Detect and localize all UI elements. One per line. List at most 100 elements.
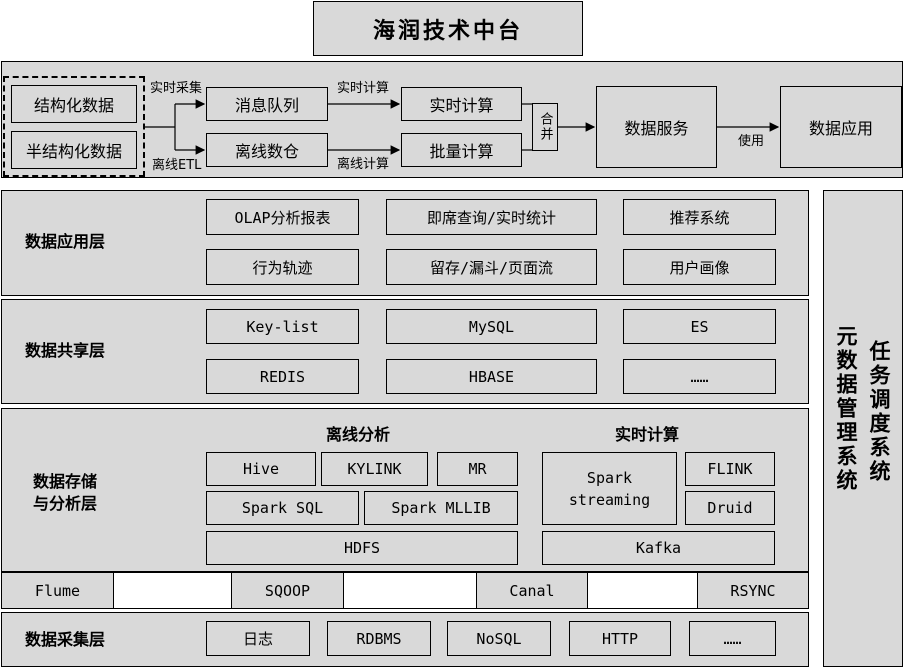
transport-item-label: Flume [34,581,81,600]
realtime-compute-box: 实时计算 [401,87,522,121]
offline-compute-edge-label: 离线计算 [337,157,390,172]
offline-analysis-title: 离线分析 [326,425,391,444]
realtime-compute-label: 实时计算 [429,96,494,115]
app-item-label: 行为轨迹 [252,258,313,277]
share-item-label: MySQL [468,317,515,336]
batch-compute-box: 批量计算 [401,133,522,167]
share-item: …… [623,359,776,394]
semi-structured-data-box: 半结构化数据 [11,131,137,169]
offline-item: MR [437,452,518,486]
message-queue-box: 消息队列 [206,87,328,121]
offline-item-label: Spark MLLIB [391,499,491,517]
share-item-label: REDIS [259,367,306,386]
share-item-label: …… [690,367,709,386]
collect-item-label: 日志 [242,630,273,648]
offline-item: Hive [206,452,316,486]
offline-item: HDFS [206,531,518,565]
transport-item-label: SQOOP [264,581,311,600]
data-service-label: 数据服务 [624,119,689,138]
share-item: Key-list [206,309,359,344]
realtime-item: Spark streaming [542,452,677,525]
storage-layer-label-line1: 数据存储 [33,472,98,491]
transport-item-label: RSYNC [730,581,776,600]
realtime-item-label: Druid [707,499,753,517]
share-item: ES [623,309,776,344]
structured-data-box: 结构化数据 [11,85,137,123]
structured-data-label: 结构化数据 [33,96,114,115]
metadata-system-label: 元数据管理系统 [834,325,858,493]
realtime-item: FLINK [685,452,775,486]
transport-item: Canal [476,572,588,609]
collect-item: RDBMS [327,621,431,656]
offline-item-label: Hive [242,460,280,478]
share-item-label: ES [690,317,709,336]
message-queue-label: 消息队列 [234,96,299,115]
share-item: REDIS [206,359,359,394]
share-layer-label: 数据共享层 [25,341,106,360]
realtime-item-label: Kafka [635,539,682,557]
offline-item: Spark MLLIB [364,491,518,525]
collect-item-label: …… [723,629,742,648]
transport-item: RSYNC [697,572,809,609]
data-app-box: 数据应用 [780,86,902,168]
merge-box: 合并 [532,103,558,151]
app-item-label: 留存/漏斗/页面流 [429,258,554,277]
share-item: HBASE [386,359,597,394]
transport-item: Flume [1,572,114,609]
collect-layer-label: 数据采集层 [25,630,106,649]
storage-layer-label: 数据存储 与分析层 [33,471,97,515]
collect-item: 日志 [206,621,310,656]
transport-item: SQOOP [231,572,344,609]
page-title: 海润技术中台 [313,1,583,56]
app-layer-label: 数据应用层 [25,232,106,251]
app-item: 即席查询/实时统计 [386,199,597,235]
realtime-item: Druid [685,491,775,525]
collect-item-label: HTTP [601,629,639,648]
merge-label: 合并 [537,112,553,142]
realtime-item-label: Spark streaming [568,468,651,509]
realtime-compute-edge-label: 实时计算 [337,81,390,96]
realtime-item-label: FLINK [707,460,753,478]
offline-item: KYLINK [321,452,428,486]
share-item: MySQL [386,309,597,344]
app-item-label: OLAP分析报表 [234,208,331,227]
transport-item-label: Canal [509,581,555,600]
collect-item-label: RDBMS [356,629,402,648]
app-item-label: 即席查询/实时统计 [426,208,557,227]
app-item: 用户画像 [623,249,776,285]
realtime-item: Kafka [542,531,775,565]
collect-item: HTTP [569,621,671,656]
source-group [3,76,145,177]
transport-row [1,572,809,609]
semi-structured-data-label: 半结构化数据 [25,142,122,161]
data-app-label: 数据应用 [808,119,873,138]
offline-item-label: MR [468,460,487,478]
app-item: 推荐系统 [623,199,776,235]
collect-item: NoSQL [447,621,551,656]
share-item-label: HBASE [468,367,515,386]
realtime-collect-label: 实时采集 [150,81,203,96]
page-title-text: 海润技术中台 [372,18,523,44]
app-item: OLAP分析报表 [206,199,359,235]
offline-item-label: Spark SQL [241,499,324,517]
app-item-label: 用户画像 [669,258,730,277]
share-item-label: Key-list [246,317,319,336]
data-service-box: 数据服务 [596,86,717,168]
offline-etl-label: 离线ETL [152,158,202,173]
realtime-compute-title: 实时计算 [615,425,680,444]
app-item: 行为轨迹 [206,249,359,285]
offline-warehouse-label: 离线数仓 [234,142,299,161]
offline-item: Spark SQL [206,491,359,525]
scheduler-system-label: 任务调度系统 [867,340,891,484]
app-item: 留存/漏斗/页面流 [386,249,597,285]
offline-warehouse-box: 离线数仓 [206,133,328,167]
collect-item: …… [689,621,776,656]
batch-compute-label: 批量计算 [429,142,494,161]
app-item-label: 推荐系统 [669,208,730,227]
offline-item-label: KYLINK [347,460,402,478]
use-edge-label: 使用 [738,134,765,149]
collect-item-label: NoSQL [476,629,522,648]
side-panel [823,190,903,667]
offline-item-label: HDFS [343,539,381,557]
